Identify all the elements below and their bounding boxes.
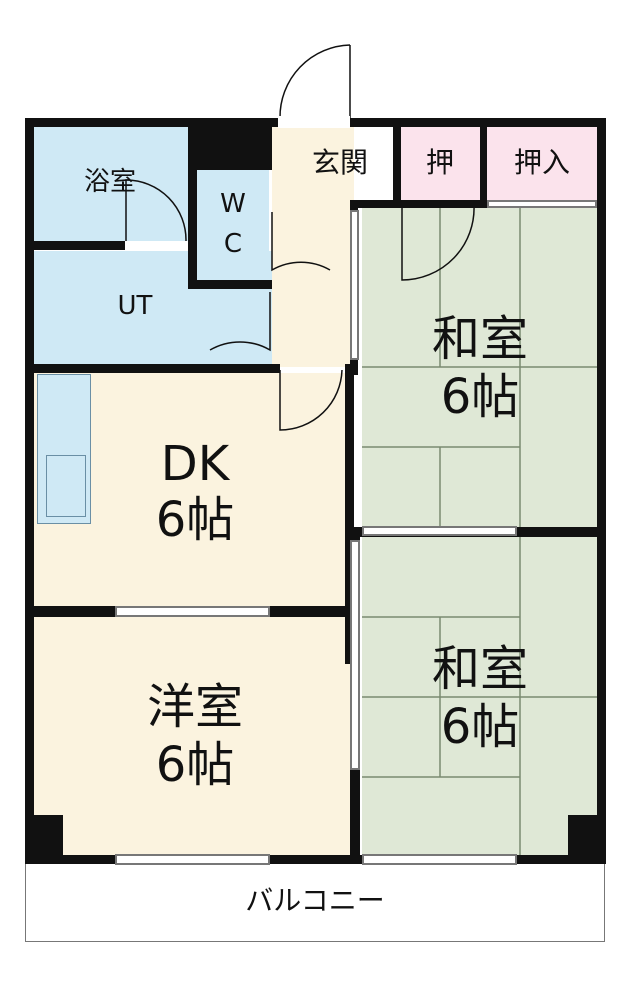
wall-wc-left (188, 127, 197, 289)
washitsu-upper-size: 6帖 (440, 369, 520, 425)
wall-left (25, 118, 34, 862)
bathroom-label: 浴室 (83, 167, 136, 197)
closet-oshiire (487, 127, 597, 202)
window-youshitsu (115, 854, 270, 865)
fusuma-washitsu-upper (350, 210, 359, 360)
wc-label-c: C (223, 229, 243, 259)
wall-right (597, 118, 606, 862)
wall-wc-bottom (188, 280, 272, 289)
tatami-lines (362, 207, 597, 857)
wall-closet-div1 (393, 118, 401, 208)
oshiire-label: 押入 (513, 146, 570, 179)
fusuma-washitsu-lower (350, 540, 360, 770)
wall-closet-bottom (350, 200, 605, 208)
wall-bath-bottom (25, 241, 125, 250)
wall-ut-bottom (25, 364, 280, 373)
entrance-opening (278, 116, 350, 128)
wall-dk-right (345, 364, 354, 664)
wc-label-w: W (220, 189, 246, 219)
youshitsu-room (34, 617, 352, 857)
closet-small (400, 127, 480, 202)
youshitsu-name: 洋室 (146, 679, 243, 735)
washitsu-lower-size: 6帖 (440, 699, 520, 755)
oshi-label: 押 (425, 146, 454, 179)
entrance-hall (272, 127, 354, 367)
wall-wc-block (188, 127, 272, 170)
wall-closet-div2 (480, 118, 487, 208)
closet-opening (487, 200, 597, 208)
washitsu-upper-name: 和室 (431, 311, 528, 367)
youshitsu-size: 6帖 (155, 737, 235, 793)
window-washitsu (362, 854, 517, 865)
dk-name: DK (160, 436, 230, 492)
genkan-label: 玄関 (311, 146, 368, 179)
kitchen-sink (46, 455, 86, 517)
balcony-label: バルコニー (245, 884, 385, 917)
bathroom (34, 127, 188, 241)
utility-room (34, 251, 272, 365)
ut-label: UT (117, 291, 153, 321)
balcony-area (25, 862, 605, 942)
sliding-door-dk-youshitsu (115, 606, 270, 617)
door-swings (125, 44, 475, 431)
sliding-door-washitsu-mid (362, 526, 517, 536)
pillar-left (25, 815, 63, 863)
dk-size: 6帖 (155, 492, 235, 548)
washitsu-lower-name: 和室 (431, 641, 528, 697)
pillar-right (568, 815, 606, 863)
wall-bottom (25, 855, 606, 864)
